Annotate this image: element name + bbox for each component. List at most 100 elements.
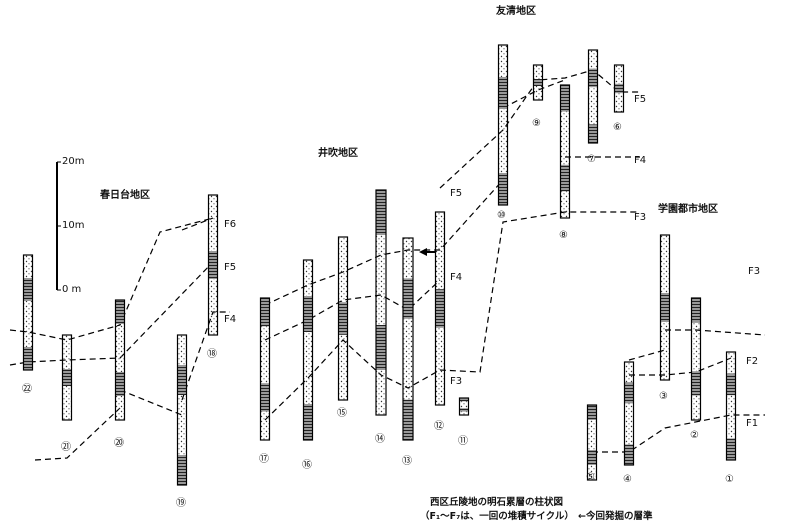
column-layer xyxy=(177,365,187,395)
column-layer xyxy=(588,105,598,125)
column-outline xyxy=(375,189,387,416)
column-layer xyxy=(62,403,72,420)
column-layer xyxy=(498,77,508,109)
column-outline xyxy=(659,234,671,381)
correlation-line xyxy=(592,414,765,453)
caption-note: （F₁〜F₇は、一回の堆積サイクル） xyxy=(420,511,574,522)
column-layer xyxy=(691,322,701,347)
column-10 xyxy=(497,44,509,206)
column-layer xyxy=(498,173,508,205)
column-layer xyxy=(376,370,386,415)
column-6 xyxy=(613,64,625,113)
column-number-label: ③ xyxy=(659,391,668,402)
column-layer xyxy=(338,302,348,335)
column-layer xyxy=(560,164,570,192)
column-layer xyxy=(726,395,736,417)
column-layer xyxy=(403,278,413,319)
column-layer xyxy=(376,280,386,325)
column-layer xyxy=(115,348,125,372)
column-layer xyxy=(660,322,670,351)
column-layer xyxy=(459,398,469,402)
column-1 xyxy=(725,351,737,461)
scale-label-20m: 20m xyxy=(62,156,85,167)
column-layer xyxy=(403,318,413,360)
correlation-line xyxy=(181,217,214,231)
column-layer xyxy=(208,223,218,251)
column-16 xyxy=(302,259,314,441)
horizon-label: F3 xyxy=(748,266,761,277)
column-layer xyxy=(23,278,33,301)
column-layer xyxy=(624,362,634,383)
column-layer xyxy=(691,371,701,396)
column-17 xyxy=(259,297,271,441)
column-layer xyxy=(208,195,218,223)
column-number-label: ⑳ xyxy=(114,438,124,449)
column-number-label: ⑰ xyxy=(259,454,269,465)
column-21 xyxy=(61,334,73,421)
column-layer xyxy=(260,354,270,384)
column-20 xyxy=(114,299,126,421)
column-layer xyxy=(23,255,33,278)
column-layer xyxy=(533,86,543,93)
correlation-line xyxy=(181,311,230,401)
column-layer xyxy=(403,399,413,440)
column-layer xyxy=(435,289,445,328)
column-layer xyxy=(208,307,218,335)
column-layer xyxy=(560,191,570,218)
column-number-label: ⑲ xyxy=(176,498,186,509)
correlation-line xyxy=(264,211,640,421)
column-layer xyxy=(660,264,670,293)
column-layer xyxy=(614,83,624,94)
region-label-kasugadai: 春日台地区 xyxy=(100,190,150,201)
caption-legend: ←今回発掘の層準 xyxy=(578,511,653,522)
column-3 xyxy=(659,234,671,381)
column-layer xyxy=(177,425,187,455)
column-layer xyxy=(660,293,670,322)
column-4 xyxy=(623,361,635,466)
column-number-label: ⑥ xyxy=(613,122,622,133)
column-layer xyxy=(260,383,270,412)
column-layer xyxy=(624,444,634,465)
column-layer xyxy=(23,301,33,324)
column-8 xyxy=(559,84,571,219)
column-layer xyxy=(338,334,348,368)
column-number-label: ⑱ xyxy=(207,349,217,360)
column-outline xyxy=(559,84,571,219)
column-outline xyxy=(402,237,414,441)
column-layer xyxy=(403,359,413,400)
column-layer xyxy=(588,50,598,69)
column-layer xyxy=(614,93,624,103)
column-layer xyxy=(533,79,543,86)
column-2 xyxy=(690,297,702,421)
column-layer xyxy=(403,238,413,279)
column-layer xyxy=(587,435,597,450)
column-layer xyxy=(560,138,570,165)
column-layer xyxy=(62,369,72,386)
horizon-label: F5 xyxy=(450,188,463,199)
column-5 xyxy=(586,404,598,481)
column-9 xyxy=(532,64,544,101)
correlation-line xyxy=(502,79,566,109)
column-layer xyxy=(303,368,313,404)
horizon-label: F4 xyxy=(224,314,237,325)
correlation-line xyxy=(9,217,214,341)
caption-title: 西区丘陵地の明石累層の柱状図 xyxy=(430,497,564,508)
column-layer xyxy=(691,346,701,372)
column-layer xyxy=(177,455,187,485)
column-15 xyxy=(337,236,349,401)
column-layer xyxy=(338,237,348,270)
column-layer xyxy=(459,401,469,405)
column-layer xyxy=(303,332,313,368)
column-layer xyxy=(726,352,736,374)
column-outline xyxy=(61,334,73,421)
column-7 xyxy=(587,49,599,144)
column-layer xyxy=(23,347,33,370)
column-outline xyxy=(725,351,737,461)
correlation-line xyxy=(119,389,183,416)
column-layer xyxy=(614,102,624,112)
column-layer xyxy=(376,190,386,235)
column-layer xyxy=(435,327,445,367)
column-layer xyxy=(726,373,736,396)
column-layer xyxy=(435,250,445,290)
